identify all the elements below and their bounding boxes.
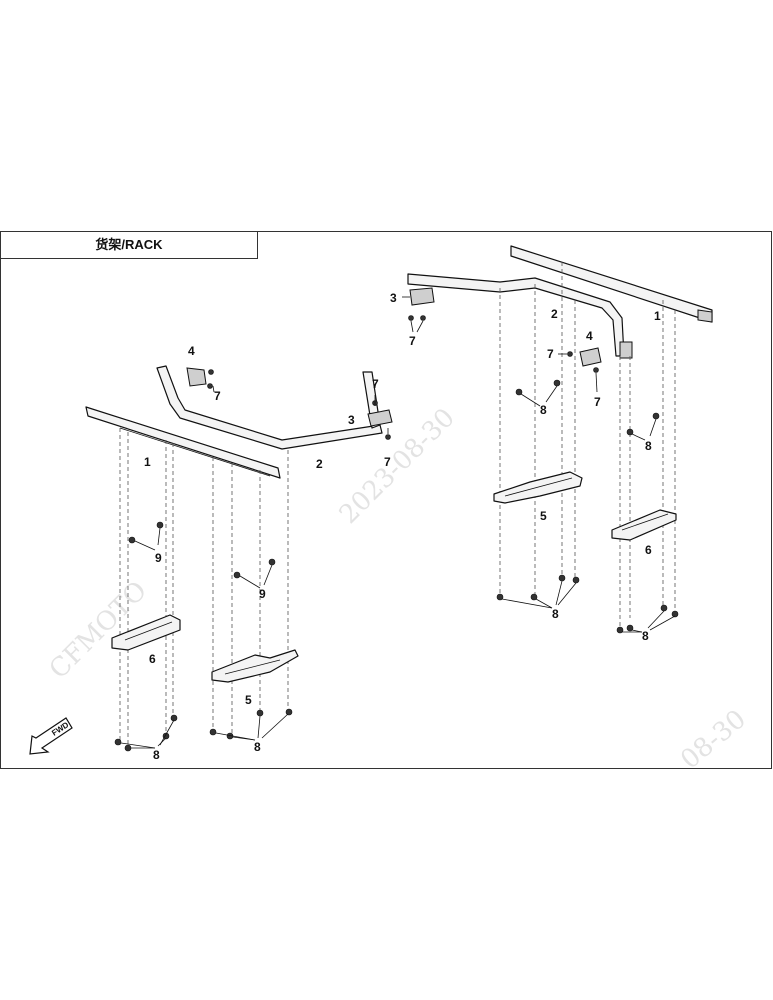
title-box: 货架/RACK bbox=[0, 231, 258, 259]
right-label-8-upper-right: 8 bbox=[645, 439, 652, 453]
diagram-frame bbox=[0, 231, 772, 769]
left-label-8b: 8 bbox=[254, 740, 261, 754]
left-nuts bbox=[114, 521, 293, 752]
left-label-5: 5 bbox=[245, 693, 252, 707]
page-title: 货架/RACK bbox=[95, 237, 163, 252]
left-label-2: 2 bbox=[316, 457, 323, 471]
right-rail-1 bbox=[510, 245, 713, 323]
left-label-4: 4 bbox=[188, 344, 195, 358]
right-leaders bbox=[402, 296, 676, 633]
right-label-8-lower-right: 8 bbox=[642, 629, 649, 643]
left-support-6 bbox=[111, 614, 181, 651]
right-label-4: 4 bbox=[586, 329, 593, 343]
watermark-date-partial: 08-30 bbox=[675, 704, 752, 775]
right-label-7-mid: 7 bbox=[547, 347, 554, 361]
left-bracket-4 bbox=[186, 367, 214, 389]
right-label-6: 6 bbox=[645, 543, 652, 557]
right-bracket-3 bbox=[408, 287, 435, 321]
left-label-3: 3 bbox=[348, 413, 355, 427]
right-label-8-lower-left: 8 bbox=[552, 607, 559, 621]
right-label-3: 3 bbox=[390, 291, 397, 305]
right-label-8-upper-left: 8 bbox=[540, 403, 547, 417]
left-label-9b: 9 bbox=[259, 587, 266, 601]
left-label-6: 6 bbox=[149, 652, 156, 666]
right-support-6 bbox=[611, 509, 677, 541]
right-label-5: 5 bbox=[540, 509, 547, 523]
left-label-7-upper: 7 bbox=[372, 377, 379, 391]
right-label-7-left: 7 bbox=[409, 334, 416, 348]
right-drop-lines bbox=[499, 262, 676, 630]
left-label-1: 1 bbox=[144, 455, 151, 469]
fwd-arrow-icon: FWD bbox=[29, 717, 73, 755]
left-label-8a: 8 bbox=[153, 748, 160, 762]
left-bracket-3 bbox=[367, 400, 393, 440]
left-label-9a: 9 bbox=[155, 551, 162, 565]
right-label-1: 1 bbox=[654, 309, 661, 323]
right-bracket-4 bbox=[567, 347, 602, 373]
left-leaders bbox=[120, 385, 389, 749]
left-label-7-top: 7 bbox=[214, 389, 221, 403]
left-support-5 bbox=[211, 649, 299, 683]
right-rail-2 bbox=[407, 273, 633, 359]
right-label-2: 2 bbox=[551, 307, 558, 321]
right-nuts bbox=[496, 379, 679, 634]
left-label-7-lower: 7 bbox=[384, 455, 391, 469]
right-label-7-right: 7 bbox=[594, 395, 601, 409]
left-rail-1 bbox=[85, 406, 281, 479]
right-support-5 bbox=[493, 471, 583, 504]
